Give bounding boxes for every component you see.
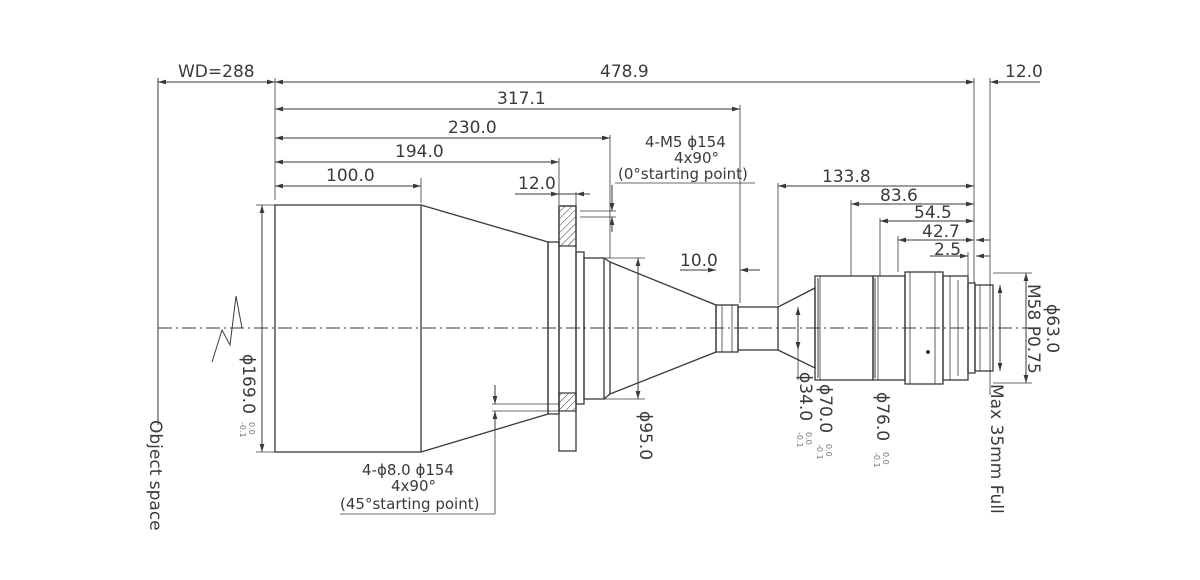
diameter-76-tol-up: 0.0 [881, 452, 890, 465]
diameter-169-tol-up: 0.0 [247, 422, 256, 435]
bottom-note-line1: 4-ϕ8.0 ϕ154 [362, 461, 454, 479]
diameter-34-tol-dn: -0.1 [795, 432, 804, 448]
diameter-70-tol-dn: -0.1 [815, 444, 824, 460]
top-note-line3: (0°starting point) [618, 165, 748, 183]
dim-back-length: 12.0 [1005, 62, 1043, 82]
dim-flange: 12.0 [518, 174, 556, 194]
dim-317: 317.1 [497, 89, 546, 109]
lens-body [274, 204, 994, 453]
sensor-label: Max 35mm Full [986, 384, 1006, 514]
dim-133: 133.8 [822, 167, 871, 187]
diameter-70: ϕ70.0 [815, 384, 835, 433]
dim-total-length: 478.9 [600, 62, 649, 82]
optical-axis [158, 295, 1030, 363]
top-note-line2: 4x90° [674, 149, 719, 167]
dim-wd: WD=288 [178, 62, 255, 82]
bottom-note-line3: (45°starting point) [340, 495, 479, 513]
dim-54: 54.5 [914, 203, 952, 223]
dim-83: 83.6 [880, 186, 918, 206]
diameter-70-tol-up: 0.0 [824, 444, 833, 457]
diameter-169: ϕ169.0 [238, 354, 258, 414]
mount-thread: M58 P0.75 [1023, 284, 1043, 374]
dim-10: 10.0 [680, 251, 718, 271]
diameter-76-tol-dn: -0.1 [872, 452, 881, 468]
dim-194: 194.0 [395, 142, 444, 162]
dim-42: 42.7 [922, 222, 960, 242]
dimension-lines [158, 78, 1040, 515]
top-note-line1: 4-M5 ϕ154 [645, 133, 726, 151]
object-space-label: Object space [145, 420, 165, 531]
diameter-63: ϕ63.0 [1042, 304, 1062, 353]
bottom-note-line2: 4x90° [391, 477, 436, 495]
diameter-34-tol-up: 0.0 [804, 432, 813, 445]
dim-2-5: 2.5 [934, 240, 961, 260]
diameter-95: ϕ95.0 [635, 411, 655, 460]
diameter-34: ϕ34.0 [795, 372, 815, 421]
diameter-76: ϕ76.0 [872, 392, 892, 441]
diameter-169-tol-dn: -0.1 [238, 422, 247, 438]
dim-230: 230.0 [448, 118, 497, 138]
dim-100: 100.0 [326, 166, 375, 186]
